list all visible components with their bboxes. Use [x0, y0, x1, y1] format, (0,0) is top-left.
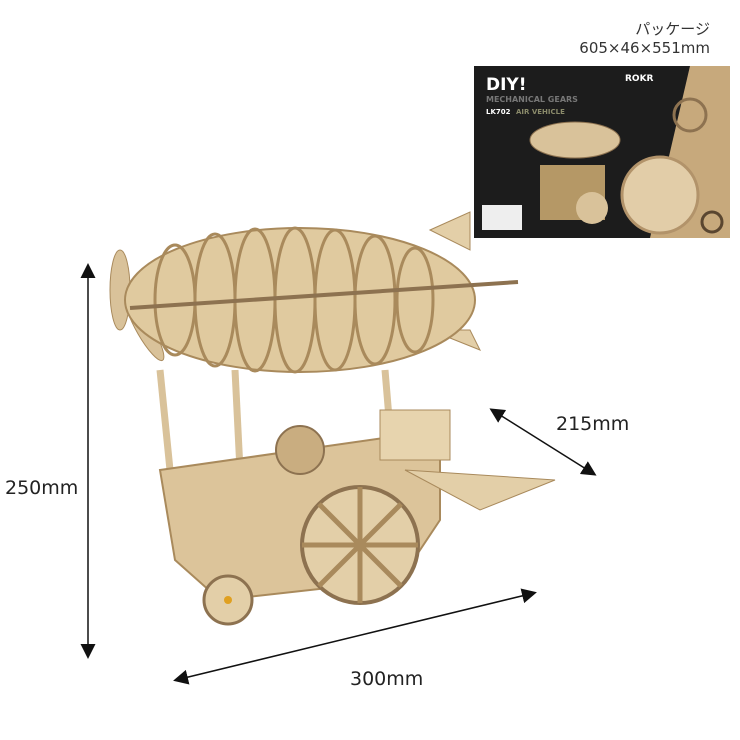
width-label: 300mm	[350, 668, 424, 690]
box-subtitle: MECHANICAL GEARS	[486, 95, 578, 104]
box-headline: DIY!	[486, 75, 527, 95]
package-label: パッケージ	[635, 20, 710, 38]
box-brand: ROKR	[625, 74, 654, 84]
package-info: パッケージ 605×46×551mm	[579, 20, 710, 58]
width-arrow	[173, 588, 537, 685]
package-box: DIY! MECHANICAL GEARS LK702 AIR VEHICLE …	[474, 66, 730, 238]
height-label: 250mm	[5, 477, 79, 499]
airship-model	[109, 211, 556, 626]
box-model: LK702	[486, 108, 511, 116]
package-dimensions: 605×46×551mm	[579, 39, 710, 57]
depth-arrow	[489, 408, 597, 476]
box-product: AIR VEHICLE	[516, 108, 565, 116]
depth-label: 215mm	[556, 413, 630, 435]
